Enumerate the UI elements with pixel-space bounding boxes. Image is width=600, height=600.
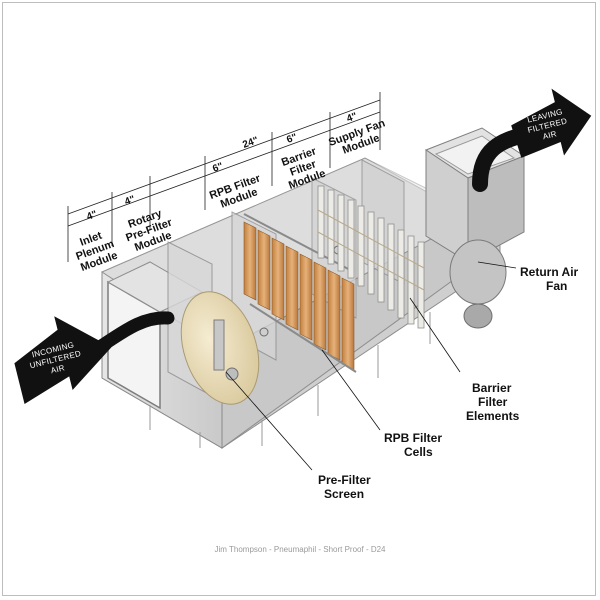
callout-line: Fan: [546, 279, 567, 293]
callout-line: Elements: [466, 409, 520, 423]
callout-line: Cells: [404, 445, 433, 459]
fan-motor: [463, 303, 493, 329]
module-label-supply: Supply Fan Module: [327, 117, 387, 156]
callout-rpb-filter-cells: RPB Filter Cells: [321, 349, 442, 459]
callout-barrier-filter-elements: Barrier Filter Elements: [409, 297, 520, 423]
module-dimension-line: [67, 111, 381, 227]
return-air-fan: [424, 127, 526, 329]
callout-return-air-fan: Return Air Fan: [477, 261, 579, 293]
arrow-label-line: AIR: [50, 363, 66, 375]
callout-line: Barrier: [472, 381, 512, 395]
dim-rpb: 6": [211, 161, 225, 175]
callout-line: Return Air: [520, 265, 579, 279]
rotary-prefilter: [180, 291, 260, 405]
barrier-filter-elements: [317, 185, 425, 329]
dim-overall: 24": [241, 135, 260, 151]
dimension-lines: [67, 92, 381, 262]
callout-line: Filter: [478, 395, 508, 409]
dim-supply: 4": [345, 111, 359, 125]
module-label-rotary: Rotary Pre-Filter Module: [124, 207, 174, 254]
arrow-label-line: AIR: [542, 129, 558, 141]
dim-rotary: 4": [123, 194, 137, 208]
callout-prefilter-screen: Pre-Filter Screen: [225, 371, 371, 501]
incoming-air-arrow: INCOMING UNFILTERED AIR: [14, 311, 175, 404]
callout-line: Screen: [324, 487, 364, 501]
dim-barrier: 6": [285, 132, 299, 146]
overall-dimension-line: [67, 99, 381, 215]
image-credit-footer: Jim Thompson - Pneumaphil - Short Proof …: [214, 545, 386, 554]
callout-line: RPB Filter: [384, 431, 442, 445]
fan-housing: [449, 239, 507, 305]
prefilter-hub: [225, 367, 239, 381]
leaving-air-arrow: LEAVING FILTERED AIR: [472, 88, 592, 192]
rpb-filter-cells: [243, 213, 357, 373]
prefilter-drive-pipe: [213, 319, 225, 371]
callout-line: Pre-Filter: [318, 473, 371, 487]
dim-inlet: 4": [85, 209, 99, 223]
